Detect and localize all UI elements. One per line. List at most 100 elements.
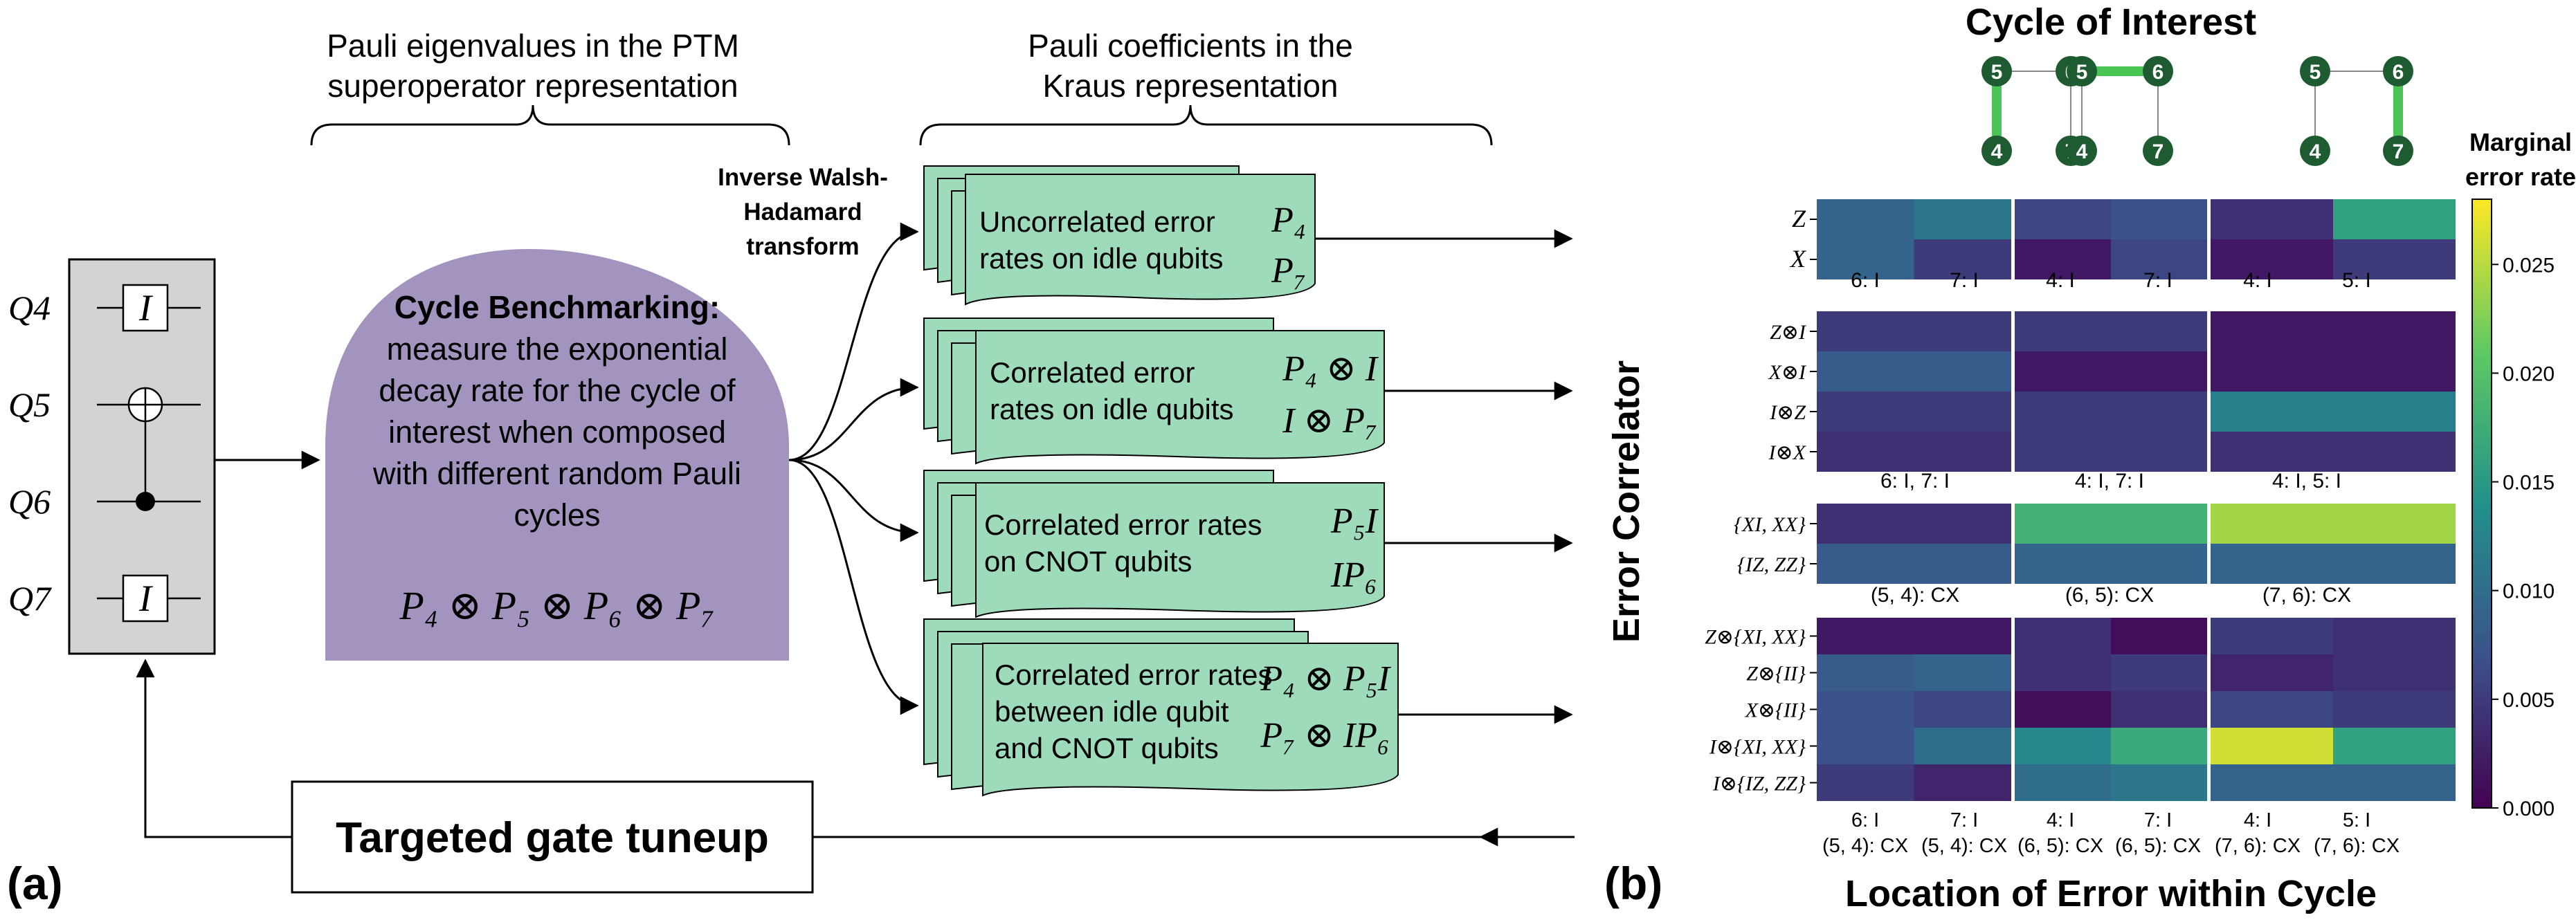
heatmap-cell xyxy=(2111,618,2207,654)
panel-b: (b) Cycle of Interest Location of Error … xyxy=(1604,1,2576,914)
heatmap-cell xyxy=(1817,618,1914,654)
colorbar-tick-label: 0.005 xyxy=(2503,689,2555,712)
tuneup-label: Targeted gate tuneup xyxy=(336,814,769,862)
heatmap-cell xyxy=(2211,691,2333,728)
heatmap-cell xyxy=(2111,728,2207,764)
row-label: {XI, XX} xyxy=(1734,513,1806,536)
fanout-arrow-2 xyxy=(788,378,919,461)
col-label-b4: (7, 6): CX xyxy=(2215,835,2301,857)
graph-node-label: 4 xyxy=(2076,140,2088,163)
box-1-formula-2: P₇ xyxy=(1271,251,1306,291)
heatmap-cell xyxy=(1914,728,2011,764)
col-label-b4: 7: I xyxy=(2144,809,2172,831)
box-4-formula-1: P₄ ⊗ P₅I xyxy=(1260,659,1391,699)
box-3-front xyxy=(975,482,1385,618)
heatmap-cell xyxy=(1817,311,2011,351)
heatmap-cell xyxy=(2015,351,2207,392)
qubit-label-q6: Q6 xyxy=(8,482,51,521)
box-4-formula-2: P₇ ⊗ IP₆ xyxy=(1260,716,1390,755)
heatmap-cell xyxy=(2211,654,2333,691)
heatmap-cell xyxy=(2015,728,2111,764)
heatmap-cell xyxy=(2211,728,2333,764)
heatmap-cell xyxy=(2333,691,2456,728)
kraus-header: Pauli coefficients in the Kraus represen… xyxy=(919,28,1493,146)
colorbar-tick-label: 0.020 xyxy=(2503,362,2555,385)
heatmap-cell xyxy=(1914,691,2011,728)
walsh-line-2: Hadamard xyxy=(743,199,862,226)
heatmap-cell xyxy=(2111,691,2207,728)
heatmap-cell xyxy=(1817,691,1914,728)
box-2-formula-2: I ⊗ P₇ xyxy=(1282,401,1377,441)
error-rate-box-2: Correlated error rates on idle qubits P₄… xyxy=(923,318,1573,465)
row-label: I⊗{XI, XX} xyxy=(1709,736,1806,759)
heatmap-cell xyxy=(2211,544,2456,584)
heatmap-column-labels: 6: I 7: I 4: I 7: I 4: I 5: I 6: I, 7: I… xyxy=(1822,269,2400,857)
colorbar-tick-label: 0.000 xyxy=(2503,798,2555,820)
cb-body-1: measure the exponential xyxy=(387,331,728,367)
graph-node-label: 5 xyxy=(1991,61,2003,84)
walsh-line-1: Inverse Walsh- xyxy=(718,164,888,191)
col-label-b4: (7, 6): CX xyxy=(2314,835,2400,857)
cb-body-4: with different random Pauli xyxy=(372,456,741,491)
box-4-text-3: and CNOT qubits xyxy=(995,732,1219,764)
heatmap-cell xyxy=(2211,618,2333,654)
colorbar-tick-label: 0.010 xyxy=(2503,580,2555,603)
qubit-label-q5: Q5 xyxy=(8,385,51,424)
row-label: Z⊗{II} xyxy=(1746,663,1806,686)
panel-a-label: (a) xyxy=(7,858,63,909)
cycle-benchmarking-node: Cycle Benchmarking: measure the exponent… xyxy=(325,249,789,661)
qubit-label-q7: Q7 xyxy=(8,579,52,618)
error-rate-box-3: Correlated error rates on CNOT qubits P₅… xyxy=(923,470,1573,618)
tuneup-box xyxy=(291,780,814,894)
col-label-b4: 6: I xyxy=(1851,809,1879,831)
row-label: X xyxy=(1789,245,1807,273)
heatmap-cell xyxy=(2211,311,2456,351)
heatmap-cell xyxy=(1817,654,1914,691)
heatmap-cell xyxy=(2333,764,2456,801)
error-rate-box-4: Correlated error rates between idle qubi… xyxy=(923,618,1573,797)
box-1-text-1: Uncorrelated error xyxy=(979,205,1215,238)
row-label: {IZ, ZZ} xyxy=(1737,553,1806,576)
box-3-text-1: Correlated error rates xyxy=(984,508,1262,541)
heatmap-cell xyxy=(2015,392,2207,432)
colorbar: Marginal error rate 0.0000.0050.0100.015… xyxy=(2465,128,2576,820)
coupling-graph-cx-7-6: 5 6 4 7 xyxy=(2300,56,2413,166)
heatmap-cell xyxy=(2015,239,2111,279)
heatmap-cell xyxy=(2015,764,2111,801)
walsh-line-3: transform xyxy=(746,233,859,260)
box-4-front xyxy=(982,643,1399,797)
box-2-formula-1: P₄ ⊗ I xyxy=(1282,349,1379,389)
walsh-hadamard-label: Inverse Walsh- Hadamard transform xyxy=(718,164,888,260)
col-label-b2: 6: I, 7: I xyxy=(1880,470,1950,493)
identity-gate-q4 xyxy=(122,284,169,332)
row-label: I⊗{IZ, ZZ} xyxy=(1712,773,1806,795)
ptm-header-line-2: superoperator representation xyxy=(327,68,738,104)
panel-b-ylabel: Error Correlator xyxy=(1606,360,1647,643)
error-rate-box-1: Uncorrelated error rates on idle qubits … xyxy=(923,165,1573,306)
col-label-b4: 5: I xyxy=(2343,809,2370,831)
panel-b-label: (b) xyxy=(1604,858,1662,909)
heatmap-cell xyxy=(2111,764,2207,801)
heatmap-cell xyxy=(2111,654,2207,691)
heatmap-cell xyxy=(2211,239,2333,279)
heatmap-cell xyxy=(1817,392,2011,432)
heatmap-cell xyxy=(1914,239,2011,279)
fanout-arrow-4 xyxy=(788,459,919,715)
heatmap-cell xyxy=(2211,392,2456,432)
heatmap-cell xyxy=(1914,654,2011,691)
col-label-b1: 4: I xyxy=(2243,269,2272,292)
row-label: I⊗X xyxy=(1768,441,1807,464)
fanout-arrow-1 xyxy=(788,222,919,461)
col-label-b2: 4: I, 7: I xyxy=(2075,470,2144,493)
heatmap-cell xyxy=(2211,504,2456,544)
col-label-b2: 4: I, 5: I xyxy=(2272,470,2341,493)
cb-title: Cycle Benchmarking: xyxy=(394,289,720,325)
heatmap-cell xyxy=(2015,654,2111,691)
fanout-arrow-3 xyxy=(788,459,919,542)
col-label-b4: (6, 5): CX xyxy=(2017,835,2103,857)
col-label-b1: 5: I xyxy=(2342,269,2371,292)
heatmap-cell xyxy=(1817,544,2011,584)
colorbar-tick-label: 0.015 xyxy=(2503,472,2555,495)
box-2-text-2: rates on idle qubits xyxy=(990,393,1234,425)
heatmap-cell xyxy=(2111,199,2207,239)
